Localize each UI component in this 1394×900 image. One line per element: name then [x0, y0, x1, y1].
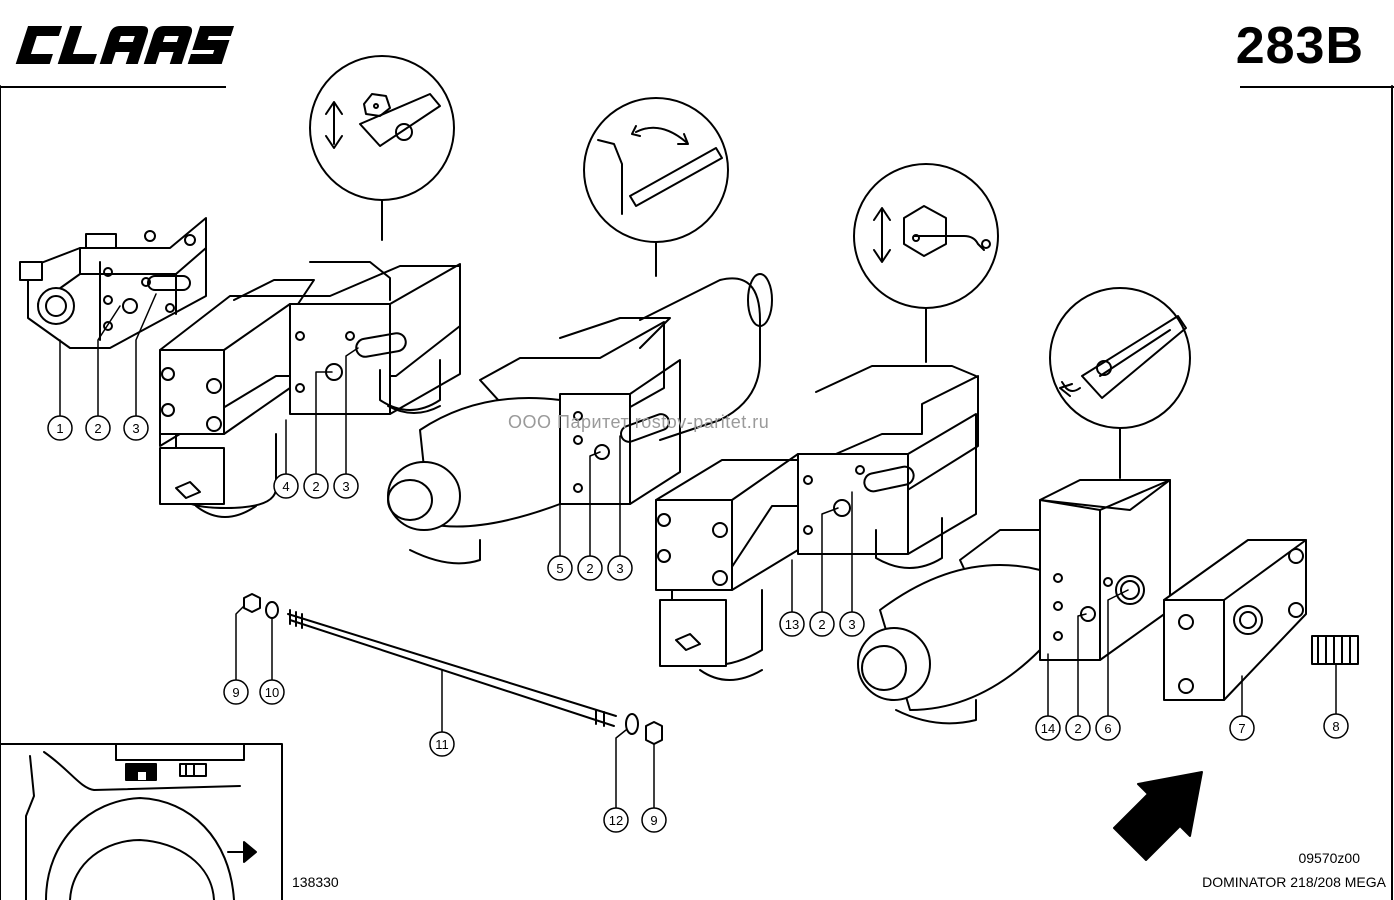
callout-10: 10 — [259, 679, 285, 705]
callout-2: 2 — [1065, 715, 1091, 741]
callout-2: 2 — [809, 611, 835, 637]
svg-text:12: 12 — [609, 813, 623, 828]
svg-text:6: 6 — [1104, 721, 1111, 736]
part-1-base-block — [19, 217, 207, 349]
callout-3: 3 — [123, 415, 149, 441]
svg-text:3: 3 — [848, 617, 855, 632]
header-rule-right — [1240, 86, 1394, 88]
svg-text:7: 7 — [1238, 721, 1245, 736]
callout-2: 2 — [303, 473, 329, 499]
part-4-valve — [159, 261, 461, 518]
drawing-code: 09570z00 — [1298, 850, 1360, 866]
callout-4: 4 — [273, 473, 299, 499]
callout-1: 1 — [47, 415, 73, 441]
watermark-text: ООО Паритет rostov-paritet.ru — [508, 412, 770, 432]
part-13-valve — [655, 365, 979, 681]
svg-text:13: 13 — [785, 617, 799, 632]
svg-text:3: 3 — [616, 561, 623, 576]
detail-bubble-2 — [583, 97, 729, 277]
leader-lines — [59, 293, 1337, 809]
svg-text:4: 4 — [282, 479, 289, 494]
callout-6: 6 — [1095, 715, 1121, 741]
callout-5: 5 — [547, 555, 573, 581]
callout-9: 9 — [641, 807, 667, 833]
svg-text:3: 3 — [132, 421, 139, 436]
direction-arrow — [1113, 771, 1203, 861]
svg-text:2: 2 — [94, 421, 101, 436]
frame-border — [0, 85, 1393, 900]
callout-13: 13 — [779, 611, 805, 637]
callout-11: 11 — [429, 731, 455, 757]
svg-text:9: 9 — [650, 813, 657, 828]
svg-text:1: 1 — [56, 421, 63, 436]
location-inset — [0, 743, 283, 900]
callout-3: 3 — [607, 555, 633, 581]
claas-logo — [15, 26, 235, 64]
callout-7: 7 — [1229, 715, 1255, 741]
svg-text:14: 14 — [1041, 721, 1055, 736]
tie-rod-assembly — [243, 593, 663, 745]
part-5-solenoid — [387, 273, 773, 565]
callout-9: 9 — [223, 679, 249, 705]
image-number: 138330 — [292, 874, 339, 890]
svg-text:8: 8 — [1332, 719, 1339, 734]
callout-2: 2 — [577, 555, 603, 581]
callout-3: 3 — [333, 473, 359, 499]
svg-text:11: 11 — [435, 737, 449, 752]
callout-markers: 1 2 3 4 2 3 5 2 3 13 2 3 14 2 6 7 8 9 10… — [47, 415, 1349, 833]
svg-text:10: 10 — [265, 685, 279, 700]
svg-text:5: 5 — [556, 561, 563, 576]
callout-12: 12 — [603, 807, 629, 833]
header-rule-left — [0, 86, 226, 88]
callout-2: 2 — [85, 415, 111, 441]
detail-bubble-3 — [853, 163, 999, 363]
part-7-end-plate — [1163, 539, 1307, 701]
svg-text:9: 9 — [232, 685, 239, 700]
sheet-number: 283B — [1235, 17, 1364, 75]
svg-text:2: 2 — [312, 479, 319, 494]
part-8-fitting — [1311, 635, 1359, 665]
part-14-solenoid — [857, 479, 1171, 725]
callout-3: 3 — [839, 611, 865, 637]
machine-model: DOMINATOR 218/208 MEGA — [1202, 874, 1386, 890]
svg-text:2: 2 — [586, 561, 593, 576]
svg-text:3: 3 — [342, 479, 349, 494]
detail-bubble-1 — [309, 55, 455, 241]
svg-text:2: 2 — [1074, 721, 1081, 736]
callout-8: 8 — [1323, 713, 1349, 739]
detail-bubble-4 — [1049, 287, 1191, 479]
callout-14: 14 — [1035, 715, 1061, 741]
svg-text:2: 2 — [818, 617, 825, 632]
